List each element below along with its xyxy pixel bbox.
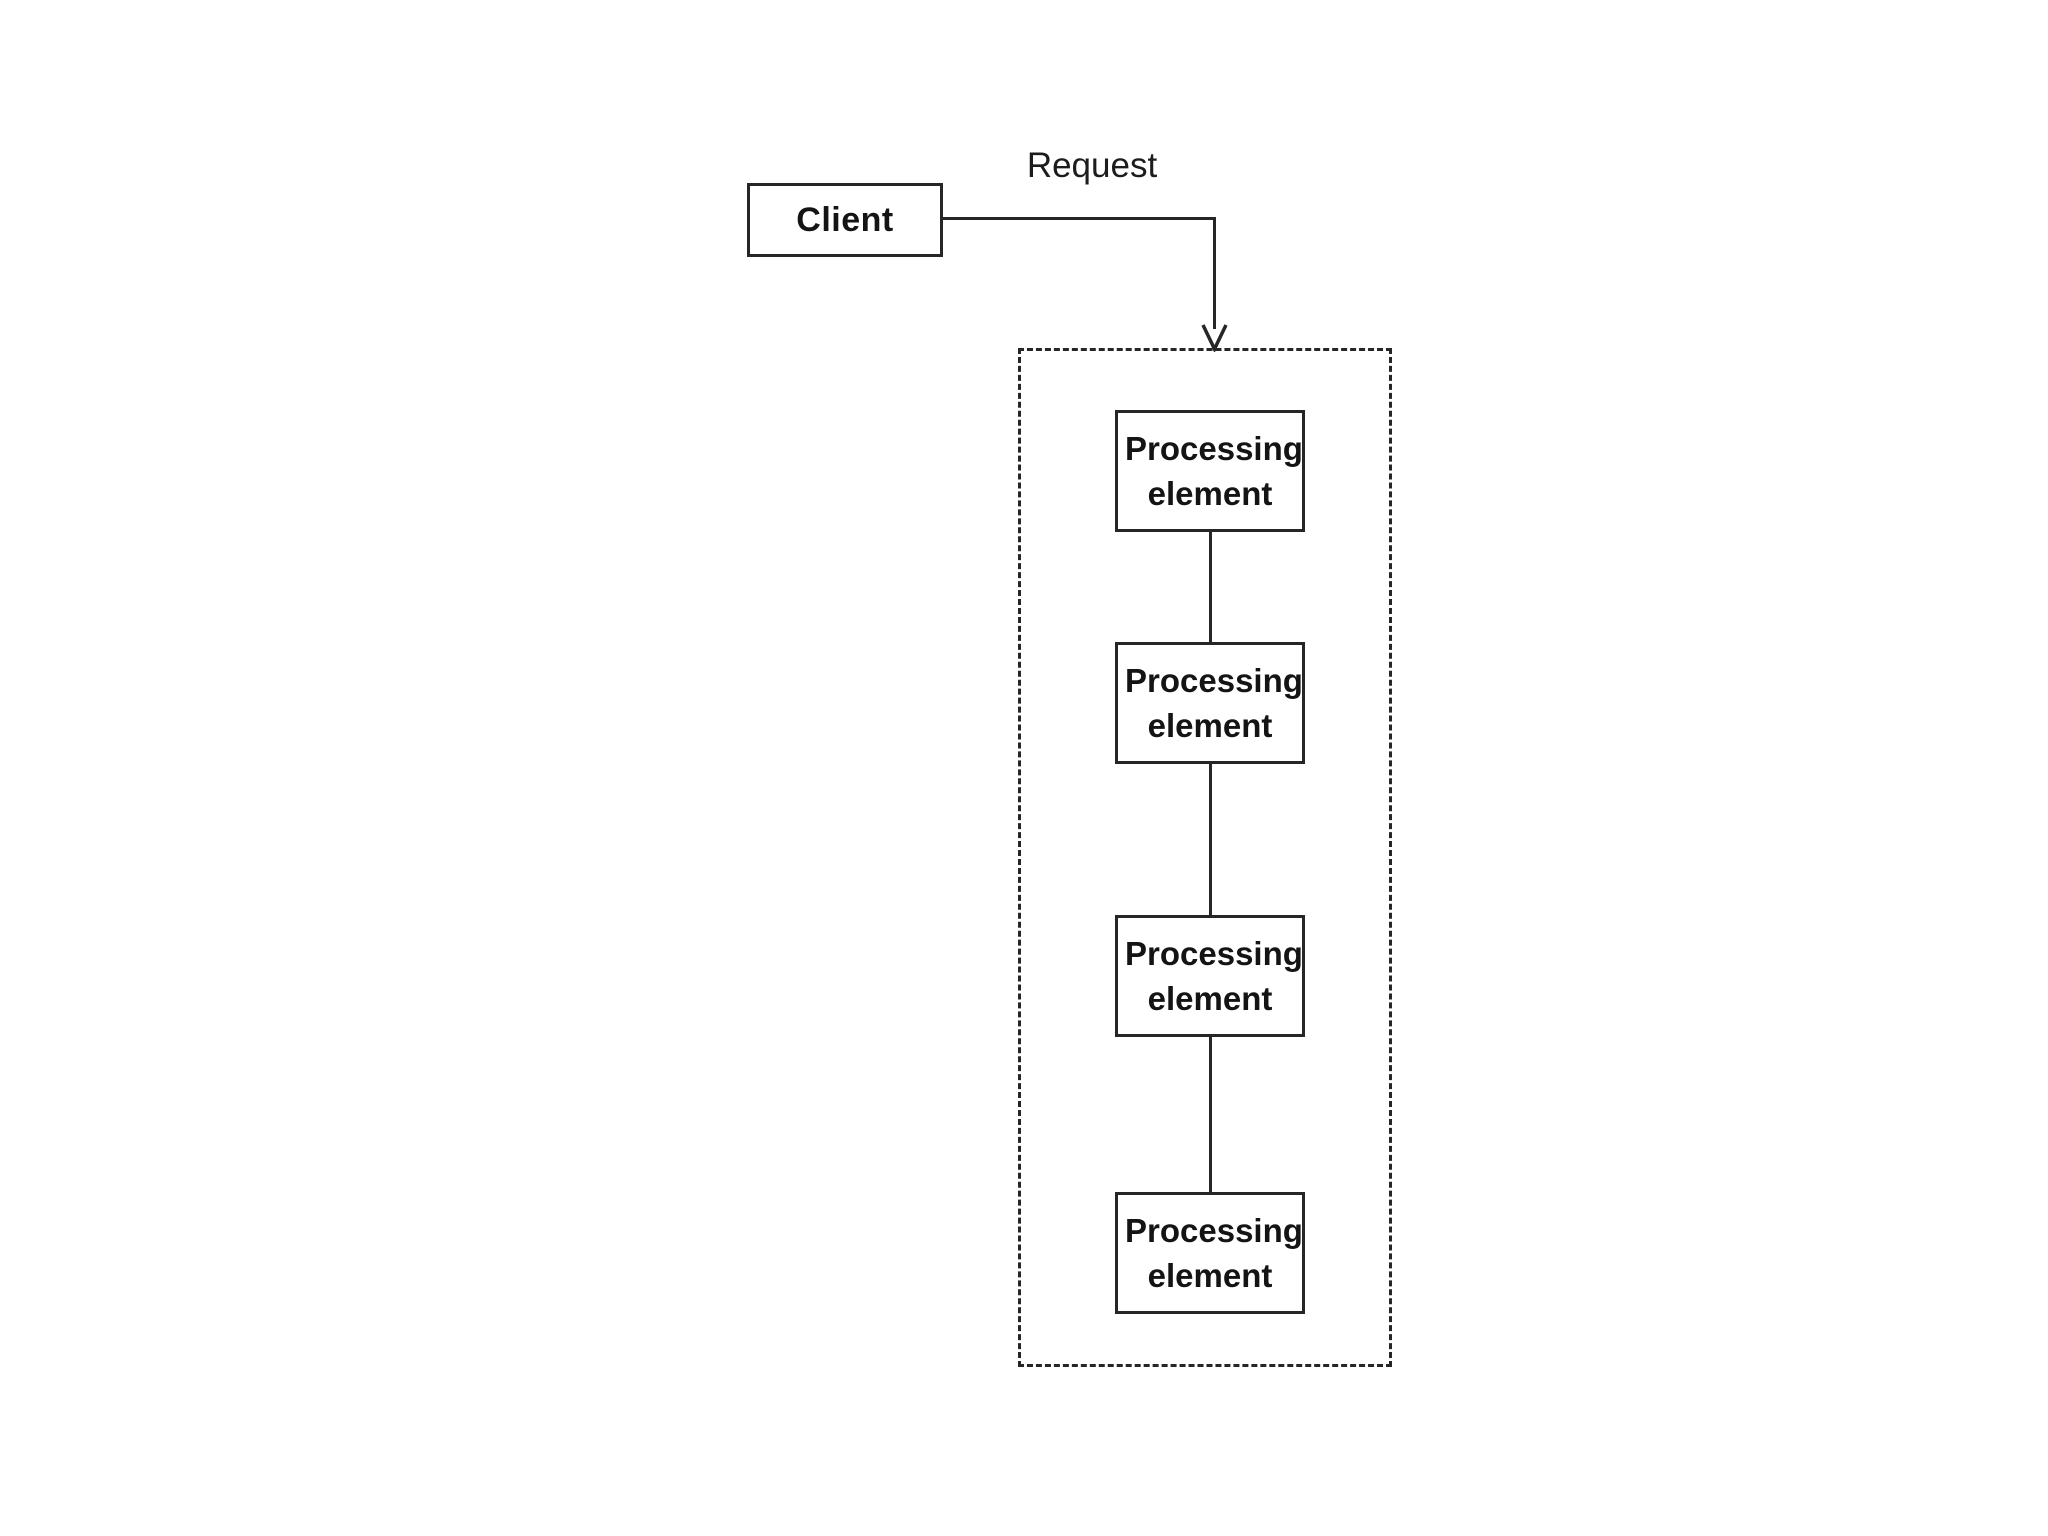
connector-line-2 <box>1209 764 1212 915</box>
processing-element-label: Processing element <box>1125 1212 1303 1294</box>
connector-line-3 <box>1209 1037 1212 1192</box>
processing-element-node-1: Processing element <box>1115 410 1305 532</box>
processing-element-node-3: Processing element <box>1115 915 1305 1037</box>
processing-element-node-4: Processing element <box>1115 1192 1305 1314</box>
processing-element-node-2: Processing element <box>1115 642 1305 764</box>
processing-element-label: Processing element <box>1125 430 1303 512</box>
client-label: Client <box>796 200 894 239</box>
request-label: Request <box>1026 146 1158 185</box>
processing-element-label: Processing element <box>1125 935 1303 1017</box>
pipeline-container <box>1018 348 1392 1367</box>
processing-element-label: Processing element <box>1125 662 1303 744</box>
connector-line-1 <box>1209 532 1212 642</box>
client-node: Client <box>747 183 943 257</box>
request-arrow-horizontal-line <box>943 217 1216 220</box>
request-arrow-vertical-line <box>1213 217 1216 329</box>
